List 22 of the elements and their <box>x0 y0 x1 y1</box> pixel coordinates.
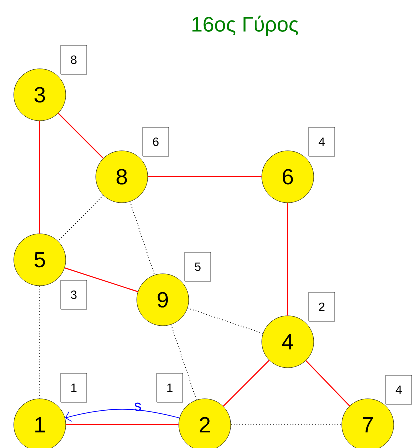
edge-line <box>170 324 198 401</box>
arrow <box>65 409 180 422</box>
edge-line <box>66 424 180 426</box>
edge-line <box>306 360 350 407</box>
edge-line <box>148 176 262 178</box>
edge-line <box>187 308 264 334</box>
weight-box: 2 <box>308 292 336 322</box>
edge-line <box>58 195 104 242</box>
weight-box: 8 <box>60 45 88 75</box>
title: 16ος Γύρος <box>192 16 298 36</box>
edge-line <box>223 360 270 407</box>
edge-line <box>64 268 139 292</box>
weight-box: 4 <box>308 127 336 157</box>
weight-box: 4 <box>386 375 412 405</box>
edge-line <box>230 424 342 426</box>
edge-line <box>130 201 156 276</box>
weight-box: 1 <box>156 373 184 403</box>
weight-box: 1 <box>60 373 88 403</box>
weight-box: 5 <box>184 252 212 282</box>
weight-box: 3 <box>60 280 88 310</box>
edge-line <box>58 113 104 159</box>
weight-box: 6 <box>142 127 170 157</box>
